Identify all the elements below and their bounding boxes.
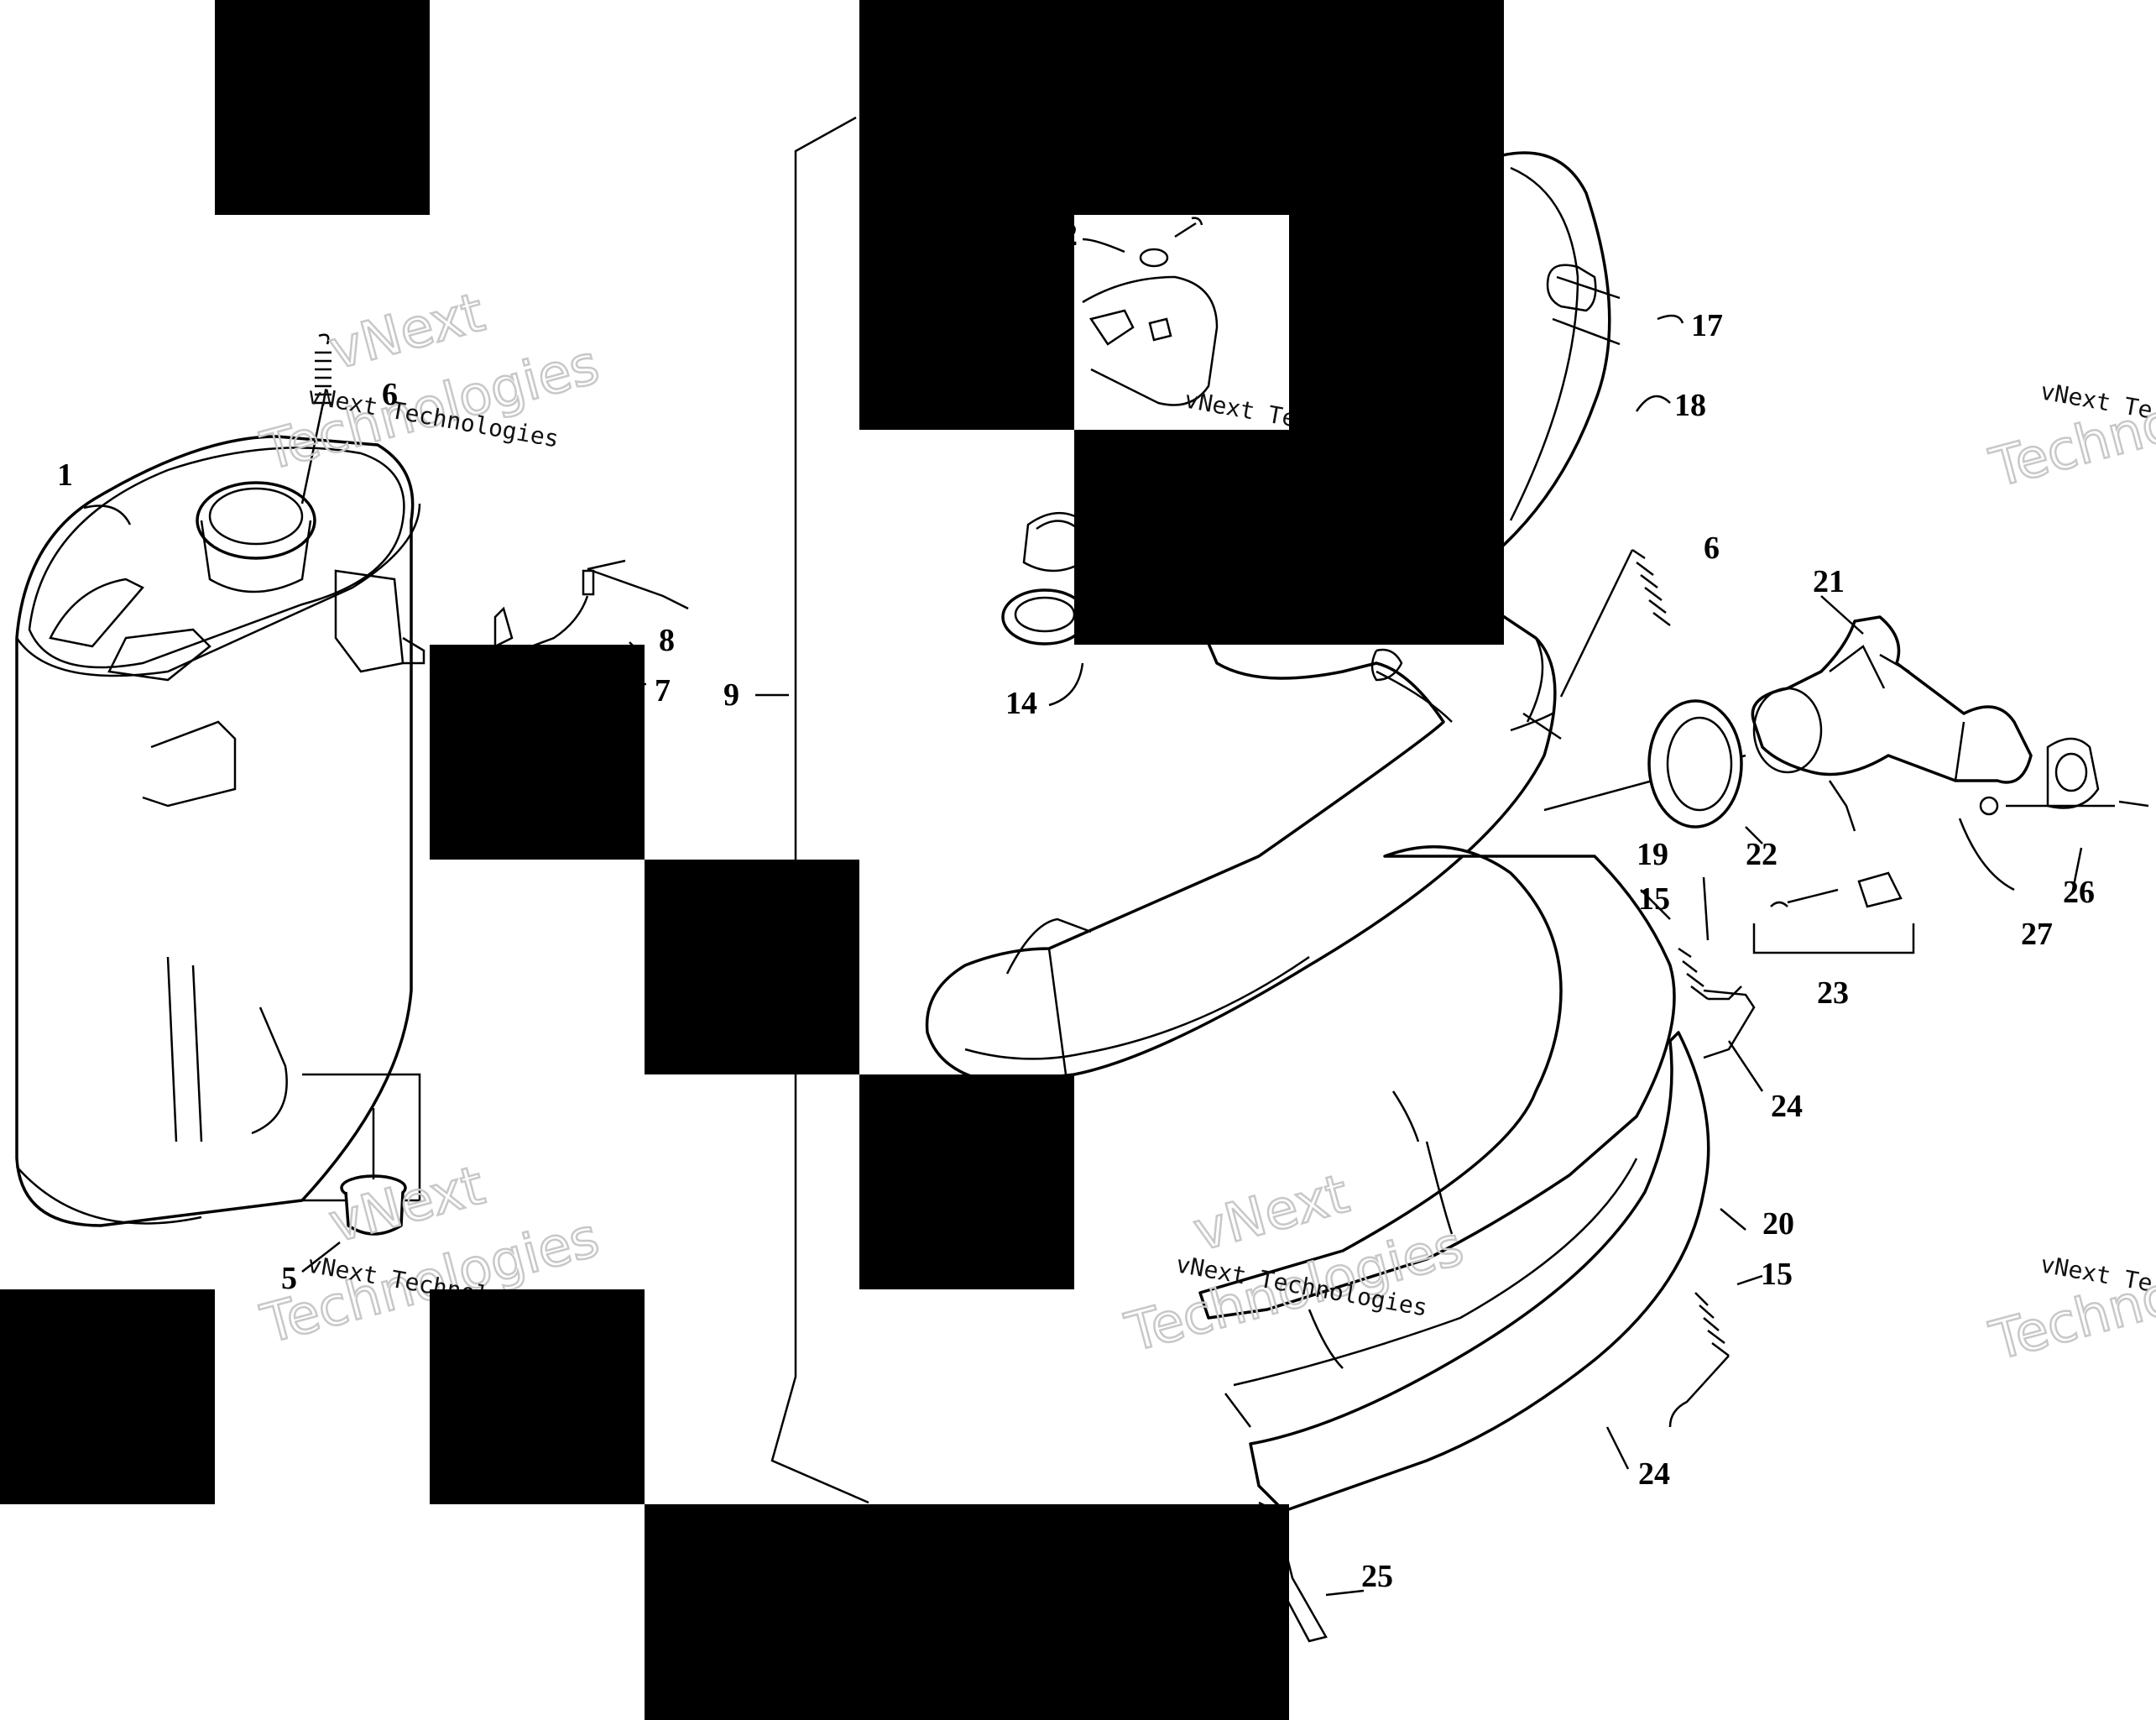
callout-19: 19 xyxy=(1637,837,1668,872)
spring-15-lower xyxy=(1668,1292,1730,1428)
callout-labels: 1 2 5 6 6 7 8 9 14 15 15 17 18 19 20 21 … xyxy=(57,217,2095,1594)
mask-block xyxy=(859,0,1504,215)
callout-27: 27 xyxy=(2021,917,2053,952)
spring-15-upper xyxy=(1678,947,1742,1001)
callout-24-lower: 24 xyxy=(1638,1456,1670,1492)
pin-and-bracket xyxy=(493,559,689,652)
leader-lines xyxy=(83,238,2083,1597)
inset-bracket xyxy=(1082,217,1219,406)
callout-18: 18 xyxy=(1674,388,1706,423)
mask-block xyxy=(645,860,859,1074)
callout-8: 8 xyxy=(659,623,675,658)
mask-block xyxy=(1289,215,1504,430)
heat-shield xyxy=(1198,845,1756,1643)
mask-block xyxy=(0,1289,215,1504)
callout-1: 1 xyxy=(57,457,73,493)
callout-15-lower: 15 xyxy=(1761,1257,1793,1292)
mask-block xyxy=(430,1289,645,1504)
callout-26: 26 xyxy=(2063,875,2095,910)
mask-block xyxy=(1074,430,1504,645)
rubber-grommet xyxy=(340,1108,407,1236)
muffler-inlet xyxy=(196,481,425,673)
callout-24-upper: 24 xyxy=(1771,1089,1803,1124)
callout-6-right: 6 xyxy=(1704,531,1720,566)
mask-block xyxy=(859,1074,1074,1289)
callout-14: 14 xyxy=(1005,686,1037,721)
callout-23: 23 xyxy=(1817,975,1849,1011)
mask-block xyxy=(215,0,430,215)
callout-21: 21 xyxy=(1813,564,1845,599)
mask-block xyxy=(645,1504,1289,1720)
exhaust-flange xyxy=(1751,615,2033,832)
spring-and-cap xyxy=(1752,871,1915,954)
callout-15-upper: 15 xyxy=(1638,881,1670,917)
callout-9: 9 xyxy=(723,677,739,713)
clamp-ring xyxy=(1647,699,1743,829)
callout-5: 5 xyxy=(281,1261,297,1296)
group-bracket-9 xyxy=(770,116,869,1504)
gasket-26 xyxy=(1979,737,2149,816)
muffler xyxy=(15,435,421,1227)
callout-7: 7 xyxy=(655,673,671,708)
occlusion-blocks xyxy=(0,0,1504,1720)
callout-6-left: 6 xyxy=(382,377,398,412)
spring-left xyxy=(300,333,331,504)
mask-block xyxy=(859,215,1074,430)
callout-17: 17 xyxy=(1691,308,1723,343)
callout-22: 22 xyxy=(1746,837,1778,872)
mask-block xyxy=(430,645,645,860)
callout-25: 25 xyxy=(1361,1559,1393,1594)
callout-20: 20 xyxy=(1762,1206,1794,1242)
